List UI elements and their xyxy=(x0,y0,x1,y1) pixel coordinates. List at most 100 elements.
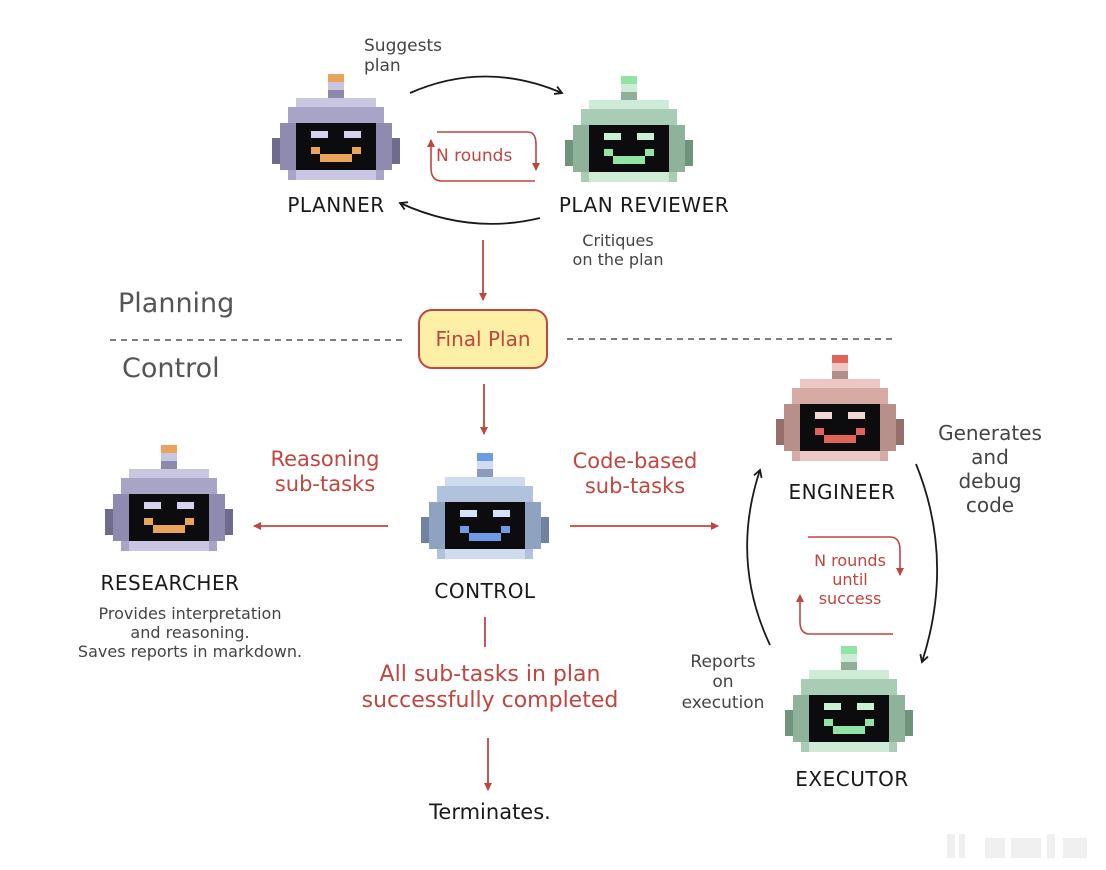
head-bottom xyxy=(296,170,376,180)
side-right xyxy=(880,404,896,451)
head-bottom xyxy=(800,451,880,461)
face-screen xyxy=(296,123,376,170)
annotation-line: sub-tasks xyxy=(274,472,376,497)
antenna-base xyxy=(621,92,637,100)
annotation-line: Generates xyxy=(938,421,1042,445)
side-left xyxy=(429,502,445,549)
eye-right xyxy=(177,502,194,509)
face-screen xyxy=(445,502,525,549)
antenna-tip xyxy=(832,355,848,363)
mouth xyxy=(613,156,645,164)
annotation-line: until xyxy=(832,570,868,590)
antenna-base xyxy=(161,461,177,469)
section-label-control: Control xyxy=(122,353,220,384)
annotation-line: debug xyxy=(958,469,1022,493)
antenna-base xyxy=(477,469,493,477)
face-screen xyxy=(800,404,880,451)
annotation-reasoning-subtasks: Reasoning sub-tasks xyxy=(250,447,400,497)
side-left xyxy=(113,494,129,541)
head-top xyxy=(445,477,525,486)
plan-reviewer-robot-icon xyxy=(565,76,693,182)
antenna-stem xyxy=(832,363,848,371)
face-screen xyxy=(809,695,889,742)
control-robot-icon xyxy=(421,453,549,559)
annotation-line: N rounds xyxy=(814,551,886,570)
arrow-suggests-plan xyxy=(409,75,564,95)
antenna-tip xyxy=(841,646,857,654)
antenna-stem xyxy=(841,654,857,662)
annotation-line: code xyxy=(965,493,1015,517)
mouth-corner-right xyxy=(501,526,510,533)
side-left xyxy=(573,125,589,172)
annotation-line: Suggests xyxy=(364,36,442,56)
antenna-tip xyxy=(477,453,493,461)
planner-robot-icon xyxy=(272,74,400,180)
mouth-corner-right xyxy=(865,719,874,726)
ear-left xyxy=(776,419,784,445)
side-right xyxy=(889,695,905,742)
side-right xyxy=(376,123,392,170)
side-left xyxy=(793,695,809,742)
section-label-planning: Planning xyxy=(118,288,235,319)
annotation-line: and xyxy=(971,445,1009,469)
antenna-tip xyxy=(161,445,177,453)
eye-right xyxy=(637,133,654,140)
annotation-line: execution xyxy=(681,692,765,713)
mouth xyxy=(824,435,856,443)
antenna-stem xyxy=(161,453,177,461)
researcher-label: RESEARCHER xyxy=(100,571,240,595)
head-top xyxy=(589,100,669,109)
researcher-robot-icon xyxy=(105,445,233,551)
side-right xyxy=(669,125,685,172)
engineer-robot-icon xyxy=(776,355,904,461)
arrow-generates-code xyxy=(915,463,939,664)
head-bottom xyxy=(129,541,209,551)
plan-reviewer-label: PLAN REVIEWER xyxy=(558,193,730,217)
annotation-line: sub-tasks xyxy=(584,474,686,499)
eye-right xyxy=(848,412,865,419)
ear-left xyxy=(785,710,793,736)
antenna-tip xyxy=(621,76,637,84)
annotation-n-rounds-until: N rounds until success xyxy=(800,551,900,609)
mouth-corner-left xyxy=(815,428,824,435)
annotation-line: All sub-tasks in plan xyxy=(379,662,601,687)
side-left xyxy=(784,404,800,451)
eye-left xyxy=(824,703,841,710)
loop-n-rounds-top xyxy=(437,131,540,171)
head-top xyxy=(809,670,889,679)
eye-right xyxy=(857,703,874,710)
ear-right xyxy=(905,710,913,736)
annotation-line: on xyxy=(712,672,734,693)
mouth-corner-left xyxy=(144,518,153,525)
antenna-stem xyxy=(328,82,344,90)
annotation-line: plan xyxy=(364,56,401,77)
engineer-label: ENGINEER xyxy=(788,480,896,504)
ear-right xyxy=(541,517,549,543)
side-left xyxy=(280,123,296,170)
annotation-line: on the plan xyxy=(572,250,664,270)
planner-label: PLANNER xyxy=(287,193,385,217)
eye-left xyxy=(311,131,328,138)
final-plan-node: Final Plan xyxy=(418,309,548,369)
head-bottom xyxy=(589,172,669,182)
loop-n-rounds-top-return xyxy=(427,139,535,182)
annotation-generates-debug: Generates and debug code xyxy=(935,421,1045,517)
annotation-reports-execution: Reports on execution xyxy=(668,652,778,713)
loop-n-rounds-until xyxy=(808,536,904,576)
antenna-tip xyxy=(328,74,344,82)
mouth-corner-right xyxy=(645,149,654,156)
mouth-corner-right xyxy=(352,147,361,154)
executor-label: EXECUTOR xyxy=(795,767,909,791)
antenna-base xyxy=(328,90,344,98)
arrow-critiques xyxy=(398,201,541,225)
mouth xyxy=(469,533,501,541)
annotation-line: and reasoning. xyxy=(130,623,250,643)
head-top xyxy=(800,379,880,388)
annotation-line: Reports xyxy=(690,652,756,672)
annotation-line: Provides interpretation xyxy=(98,604,282,623)
mouth xyxy=(833,726,865,734)
annotation-n-rounds-top: N rounds xyxy=(436,146,513,166)
face-screen xyxy=(589,125,669,172)
arrow-reports-execution xyxy=(746,468,771,646)
antenna-base xyxy=(832,371,848,379)
